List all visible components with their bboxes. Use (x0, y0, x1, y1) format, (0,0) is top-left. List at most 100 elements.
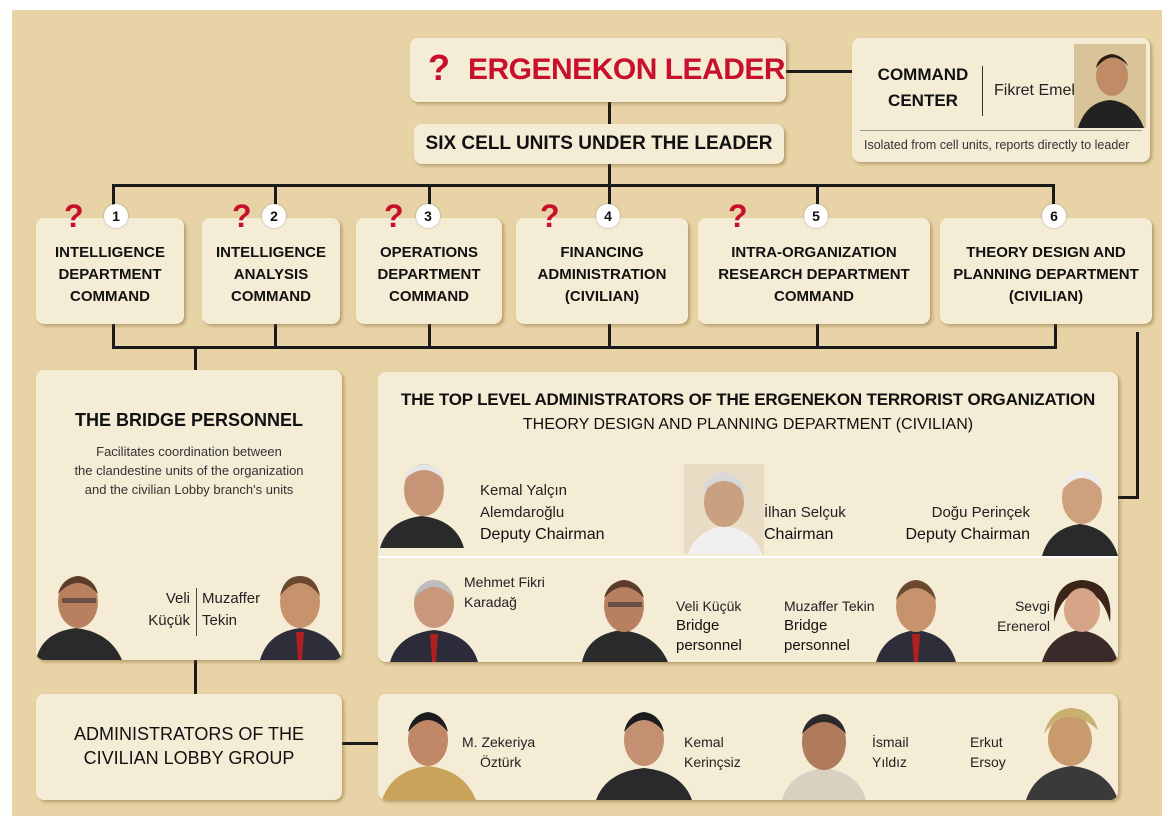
erkut-ersoy-portrait (1026, 708, 1118, 800)
command-center-box: COMMAND CENTER Fikret Emek Isolated from… (852, 38, 1150, 162)
connector-theory-right-horizontal (1118, 496, 1139, 499)
admin-row-divider (378, 556, 1118, 558)
department-1-question-mark: ? (64, 198, 84, 234)
admin-row2-person2: Veli Küçük Bridge personnel (676, 598, 742, 654)
connector-bottom-bus (112, 346, 1057, 349)
connector-drop-2 (274, 184, 277, 218)
muzaffer-tekin-portrait-2 (876, 580, 956, 662)
ilhan-selcuk-portrait (684, 464, 764, 554)
connector-up-2 (274, 322, 277, 348)
connector-up-6 (1054, 322, 1057, 348)
admin-row1-person3: Doğu Perinçek Deputy Chairman (905, 504, 1031, 543)
ismail-yildiz-portrait (782, 714, 866, 800)
kemal-alemdaroglu-portrait (380, 464, 464, 548)
connector-up-4 (608, 322, 611, 348)
department-4-number: 4 (596, 204, 620, 228)
kemal-kerincsiz-portrait (596, 712, 692, 800)
dogu-perincek-photo (1042, 460, 1118, 556)
veli-kucuk-portrait-2 (582, 580, 668, 662)
kemal-kerincsiz-photo (596, 704, 692, 800)
leader-box: ? ERGENEKON LEADER (410, 38, 786, 102)
connector-up-3 (428, 322, 431, 348)
connector-up-5 (816, 322, 819, 348)
bridge-names-divider (196, 588, 197, 636)
fikret-emek-portrait (1074, 44, 1146, 128)
connector-theory-right-vertical (1136, 332, 1139, 498)
bridge-personnel-title: THE BRIDGE PERSONNEL (74, 410, 304, 430)
civilian-lobby-box: ADMINISTRATORS OF THE CIVILIAN LOBBY GRO… (36, 694, 342, 800)
department-6-label: THEORY DESIGN AND PLANNING DEPARTMENT (C… (953, 244, 1139, 305)
leader-question-mark: ? (428, 47, 450, 88)
department-5-box: INTRA-ORGANIZATION RESEARCH DEPARTMENT C… (698, 218, 930, 324)
department-1-number: 1 (104, 204, 128, 228)
veli-kucuk-portrait (36, 576, 122, 660)
sevgi-erenerol-portrait (1042, 580, 1118, 662)
department-2-question-mark: ? (232, 198, 252, 234)
muzaffer-tekin-photo-2 (874, 572, 956, 662)
lobby-person4: Erkut Ersoy (970, 734, 1006, 770)
admin-row2-person1: Mehmet Fikri Karadağ (464, 574, 545, 610)
department-2-number: 2 (262, 204, 286, 228)
admin-row2-person3: Muzaffer Tekin Bridge personnel (784, 598, 875, 654)
department-4-box: FINANCING ADMINISTRATION (CIVILIAN) (516, 218, 688, 324)
ilhan-selcuk-photo (684, 464, 764, 554)
lobby-person3: İsmail Yıldız (872, 734, 909, 770)
bridge-personnel-box: THE BRIDGE PERSONNEL Facilitates coordin… (36, 370, 342, 660)
command-center-note: Isolated from cell units, reports direct… (864, 138, 1130, 152)
command-center-note-divider (860, 130, 1142, 131)
connector-drop-4 (608, 184, 611, 218)
top-administrators-title: THE TOP LEVEL ADMINISTRATORS OF THE ERGE… (400, 390, 1096, 409)
department-3-number: 3 (416, 204, 440, 228)
admin-row1-person2: İlhan Selçuk Chairman (764, 504, 846, 543)
civilian-lobby-title: ADMINISTRATORS OF THE CIVILIAN LOBBY GRO… (73, 724, 305, 768)
department-3-question-mark: ? (384, 198, 404, 234)
department-5-number: 5 (804, 204, 828, 228)
connector-up-1 (112, 322, 115, 348)
connector-drop-3 (428, 184, 431, 218)
fikret-emek-photo (1074, 44, 1146, 128)
department-6-number: 6 (1042, 204, 1066, 228)
muzaffer-tekin-portrait (260, 576, 342, 660)
leader-title: ERGENEKON LEADER (468, 53, 786, 86)
lobby-person1: M. Zekeriya Öztürk (462, 734, 536, 770)
department-2-box: INTELLIGENCE ANALYSIS COMMAND (202, 218, 340, 324)
connector-drop-1 (112, 184, 115, 218)
connector-top-bus (112, 184, 1054, 187)
connector-units-down (608, 162, 611, 186)
connector-leader-to-command (786, 70, 852, 73)
mehmet-karadag-photo (390, 572, 478, 662)
veli-kucuk-photo-2 (582, 572, 668, 662)
mehmet-karadag-portrait (390, 580, 478, 662)
department-1-box: INTELLIGENCE DEPARTMENT COMMAND (36, 218, 184, 324)
department-3-box: OPERATIONS DEPARTMENT COMMAND (356, 218, 502, 324)
bridge-personnel-description: Facilitates coordination between the cla… (74, 444, 304, 497)
lobby-person2: Kemal Kerinçsiz (684, 734, 741, 770)
erkut-ersoy-photo (1026, 700, 1118, 800)
department-5-question-mark: ? (728, 198, 748, 234)
department-5-label: INTRA-ORGANIZATION RESEARCH DEPARTMENT C… (718, 244, 910, 305)
top-administrators-box: THE TOP LEVEL ADMINISTRATORS OF THE ERGE… (378, 372, 1118, 662)
command-center-title: COMMAND CENTER (877, 65, 969, 110)
top-administrators-subtitle: THEORY DESIGN AND PLANNING DEPARTMENT (C… (522, 416, 974, 433)
connector-leader-to-units (608, 102, 611, 126)
kemal-alemdaroglu-photo (380, 456, 464, 548)
command-center-person: Fikret Emek (994, 82, 1080, 99)
sevgi-erenerol-photo (1042, 572, 1118, 662)
command-center-divider (982, 66, 983, 116)
zekeriya-ozturk-photo (382, 704, 476, 800)
department-3-label: OPERATIONS DEPARTMENT COMMAND (377, 244, 481, 305)
connector-bridge-to-lobby (194, 660, 197, 694)
department-1-label: INTELLIGENCE DEPARTMENT COMMAND (54, 244, 165, 305)
six-cell-units-box: SIX CELL UNITS UNDER THE LEADER (414, 124, 784, 164)
connector-drop-5 (816, 184, 819, 218)
department-2-label: INTELLIGENCE ANALYSIS COMMAND (215, 244, 326, 305)
connector-lobby-to-people (342, 742, 378, 745)
admin-row1-person1: Kemal Yalçın Alemdaroğlu Deputy Chairman (480, 482, 605, 543)
department-4-question-mark: ? (540, 198, 560, 234)
ismail-yildiz-photo (782, 704, 866, 800)
muzaffer-tekin-photo (258, 566, 342, 660)
admin-row2-person4: Sevgi Erenerol (997, 598, 1050, 634)
six-cell-units-title: SIX CELL UNITS UNDER THE LEADER (425, 133, 773, 154)
civilian-lobby-people-box: M. Zekeriya Öztürk Kemal Kerinçsiz İsmai… (378, 694, 1118, 800)
connector-to-bridge (194, 346, 197, 370)
